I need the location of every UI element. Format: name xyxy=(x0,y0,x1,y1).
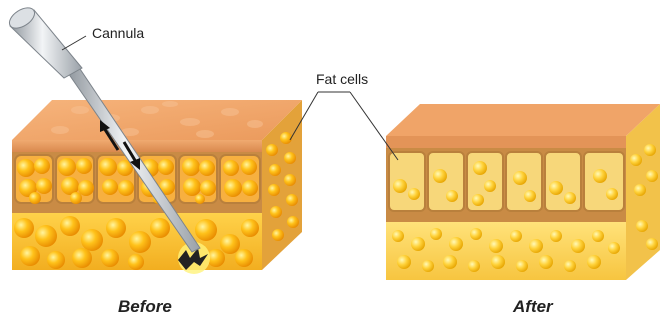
after-subcutis xyxy=(386,222,626,280)
fat-cells-label: Fat cells xyxy=(316,71,368,87)
before-skin-top xyxy=(12,100,302,140)
after-tissue-block xyxy=(386,104,660,280)
after-compartments xyxy=(389,152,624,211)
after-caption: After xyxy=(512,297,554,316)
cannula-label: Cannula xyxy=(92,25,144,41)
before-fascia xyxy=(12,205,262,213)
after-skin-front xyxy=(386,136,626,148)
after-fascia xyxy=(386,214,626,222)
after-skin-top xyxy=(386,104,660,136)
cannula-leader xyxy=(62,36,86,50)
fat-cells-leaders xyxy=(290,92,398,160)
before-caption: Before xyxy=(118,297,172,316)
before-skin-front xyxy=(12,140,262,152)
